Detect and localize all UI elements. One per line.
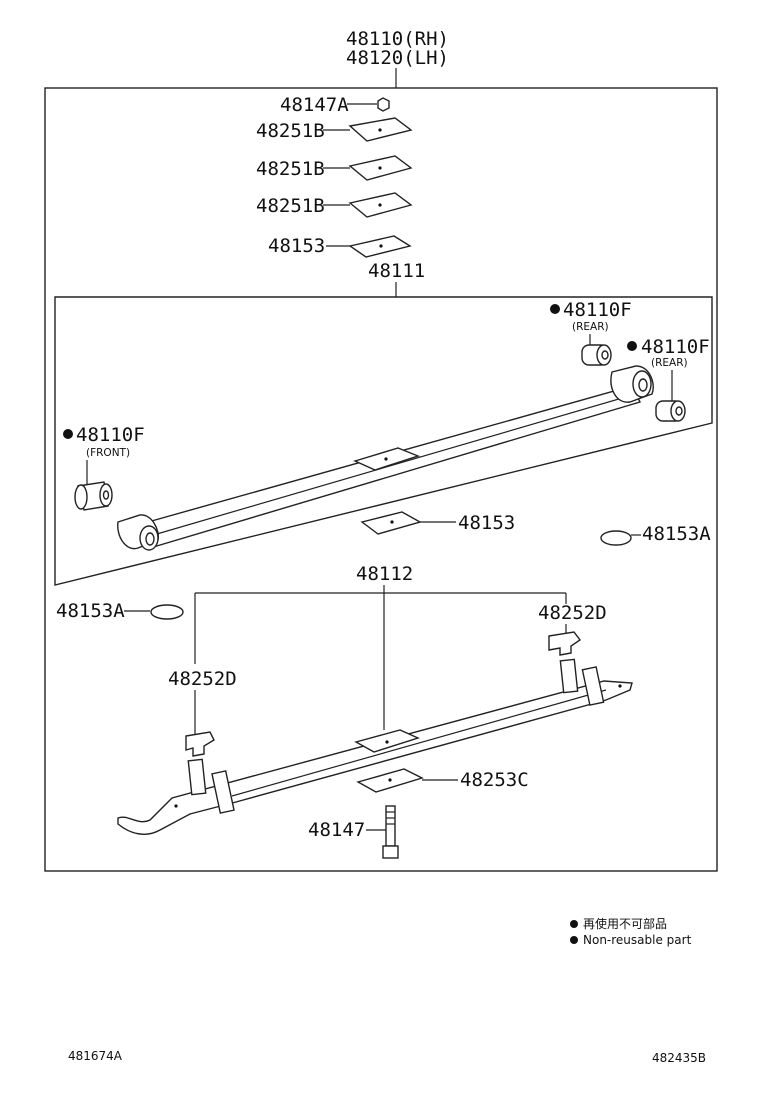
label-48110F-front: 48110F xyxy=(76,424,145,446)
label-48153A-right: 48153A xyxy=(642,523,711,545)
label-48110F-front-sub: (FRONT) xyxy=(86,447,130,459)
clip-48252D-right xyxy=(548,631,582,656)
label-48110F-rear-2: 48110F xyxy=(641,336,710,358)
label-48147A: 48147A xyxy=(280,94,349,116)
inner-frame-48111 xyxy=(54,296,713,586)
footer-code-right: 482435B xyxy=(652,1051,706,1065)
legend: 再使用不可部品 Non-reusable part xyxy=(570,916,692,947)
assembly-number-rh: 48110(RH) xyxy=(346,28,449,50)
legend-text-en: Non-reusable part xyxy=(583,933,692,947)
disc-48153A-right xyxy=(600,530,632,546)
non-reusable-dot-rear-1 xyxy=(550,304,560,314)
non-reusable-dot-front xyxy=(63,429,73,439)
non-reusable-dot-rear-2 xyxy=(627,341,637,351)
bushing-48110F-front xyxy=(74,481,113,511)
bushing-48110F-rear-1 xyxy=(581,344,612,366)
main-leaf-spring-48111 xyxy=(117,365,654,551)
label-48251B-3: 48251B xyxy=(256,195,325,217)
label-48110F-rear-1: 48110F xyxy=(563,299,632,321)
bolt-48147 xyxy=(382,805,399,859)
label-48252D-right: 48252D xyxy=(538,602,607,624)
label-48110F-rear-1-sub: (REAR) xyxy=(572,321,609,333)
label-48110F-rear-2-sub: (REAR) xyxy=(651,357,688,369)
label-48251B-2: 48251B xyxy=(256,158,325,180)
label-48147: 48147 xyxy=(308,819,365,841)
footer-code-left: 481674A xyxy=(68,1049,123,1063)
label-48252D-left: 48252D xyxy=(168,668,237,690)
label-48251B-1: 48251B xyxy=(256,120,325,142)
label-48253C: 48253C xyxy=(460,769,529,791)
legend-dot-en xyxy=(570,936,578,944)
outer-frame xyxy=(44,87,718,872)
label-48153-top: 48153 xyxy=(268,235,325,257)
secondary-leaf-spring-48112 xyxy=(117,658,633,835)
assembly-number-lh: 48120(LH) xyxy=(346,47,449,69)
bushing-48110F-rear-2 xyxy=(655,400,686,422)
nut-48147A xyxy=(377,97,390,112)
legend-text-jp: 再使用不可部品 xyxy=(583,916,667,931)
leader-48112 xyxy=(194,585,567,730)
label-48111: 48111 xyxy=(368,260,425,282)
label-48153-mid: 48153 xyxy=(458,512,515,534)
clip-48252D-left xyxy=(185,731,215,757)
disc-48153A-left xyxy=(150,604,184,620)
legend-dot-jp xyxy=(570,920,578,928)
label-48153A-left: 48153A xyxy=(56,600,125,622)
label-48112: 48112 xyxy=(356,563,413,585)
